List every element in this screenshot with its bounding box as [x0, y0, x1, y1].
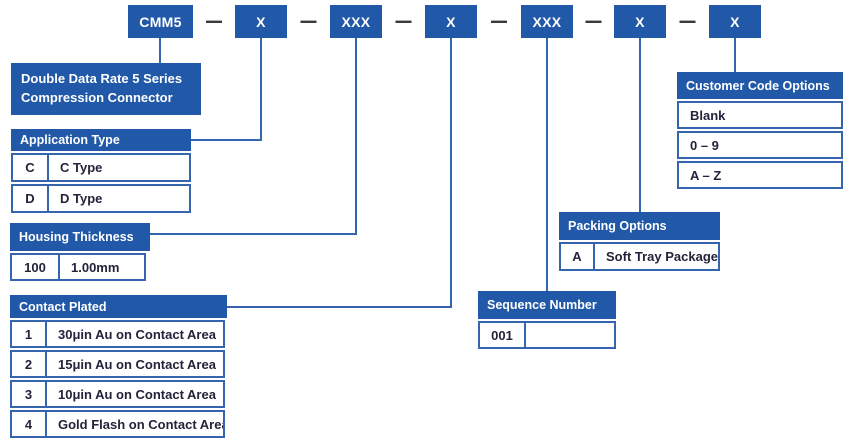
table-customer-code-options: Customer Code Options Blank 0 – 9 A – Z [677, 72, 843, 189]
table-cell-code: A [561, 244, 595, 269]
table-cell-desc: 10μin Au on Contact Area [58, 386, 216, 402]
part-segment-box-contact-plated: X [425, 5, 477, 38]
dash-separator: — [395, 8, 412, 34]
table-header-application-type: Application Type [11, 129, 191, 151]
table-row: Blank [677, 101, 843, 129]
dash-separator: — [206, 8, 222, 34]
table-cell-code: 1 [12, 322, 47, 346]
series-description-line1: Double Data Rate 5 Series [21, 71, 183, 87]
table-header-contact-plated: Contact Plated [10, 295, 227, 318]
table-cell-desc: C Type [60, 160, 103, 175]
table-cell-desc: D Type [60, 191, 103, 206]
part-segment-label: XXX [532, 13, 562, 30]
part-segment-box-series: CMM5 [128, 5, 193, 38]
table-cell-desc: Blank [690, 107, 726, 123]
table-cell-desc: 15μin Au on Contact Area [58, 356, 216, 372]
table-row: 4 Gold Flash on Contact Area [10, 410, 225, 438]
table-contact-plated: Contact Plated 1 30μin Au on Contact Are… [10, 295, 227, 438]
connector-line-series [159, 38, 161, 63]
part-segment-label: X [730, 13, 740, 30]
connector-line-customer-code [734, 38, 736, 72]
table-row: A – Z [677, 161, 843, 189]
table-cell-desc: 0 – 9 [690, 137, 719, 153]
table-row: 100 1.00mm [10, 253, 146, 281]
table-cell-desc: 1.00mm [71, 259, 120, 275]
part-segment-label: X [446, 13, 456, 30]
table-cell-desc: Soft Tray Package [606, 249, 718, 264]
table-cell-code: 100 [12, 255, 60, 279]
table-sequence-number: Sequence Number 001 [478, 291, 616, 349]
table-packing-options: Packing Options A Soft Tray Package [559, 212, 720, 271]
part-segment-label: X [256, 13, 266, 30]
dash-separator: — [491, 8, 507, 34]
series-description-box: Double Data Rate 5 Series Compression Co… [11, 63, 201, 115]
table-housing-thickness: Housing Thickness 100 1.00mm [10, 223, 150, 281]
table-application-type: Application Type C C Type D D Type [11, 129, 191, 213]
table-cell-desc: A – Z [690, 167, 722, 183]
table-header-packing-options: Packing Options [559, 212, 720, 240]
table-row: 0 – 9 [677, 131, 843, 159]
table-cell-desc: 30μin Au on Contact Area [58, 326, 216, 342]
table-row: A Soft Tray Package [559, 242, 720, 271]
connector-line-housing-thickness-horizontal [149, 233, 357, 235]
part-segment-box-packing-options: X [614, 5, 666, 38]
part-segment-box-sequence-number: XXX [521, 5, 573, 38]
part-segment-label: XXX [341, 13, 371, 30]
part-segment-box-customer-code: X [709, 5, 761, 38]
part-segment-label: CMM5 [139, 13, 182, 30]
table-cell-desc [526, 323, 614, 347]
table-cell-code: 2 [12, 352, 47, 376]
dash-separator: — [585, 8, 602, 34]
table-cell-code: 4 [12, 412, 47, 436]
connector-line-contact-plated-vertical [450, 38, 452, 308]
table-header-customer-code-options: Customer Code Options [677, 72, 843, 99]
connector-line-application-type-horizontal [190, 139, 262, 141]
table-row: 3 10μin Au on Contact Area [10, 380, 225, 408]
connector-line-sequence-number [546, 38, 548, 291]
connector-line-contact-plated-horizontal [226, 306, 452, 308]
dash-separator: — [679, 8, 696, 34]
table-cell-code: D [13, 186, 49, 211]
table-row: C C Type [11, 153, 191, 182]
table-row: 2 15μin Au on Contact Area [10, 350, 225, 378]
table-row: 001 [478, 321, 616, 349]
part-segment-box-housing-thickness: XXX [330, 5, 382, 38]
connector-line-housing-thickness-vertical [355, 38, 357, 235]
dash-separator: — [300, 8, 317, 34]
table-row: 1 30μin Au on Contact Area [10, 320, 225, 348]
table-cell-code: 3 [12, 382, 47, 406]
connector-line-application-type-vertical [260, 38, 262, 141]
table-row: D D Type [11, 184, 191, 213]
table-cell-code: 001 [480, 323, 526, 347]
table-cell-desc: Gold Flash on Contact Area [58, 416, 223, 432]
table-header-housing-thickness: Housing Thickness [10, 223, 150, 251]
series-description-line2: Compression Connector [21, 90, 173, 105]
part-segment-label: X [635, 13, 645, 30]
table-header-sequence-number: Sequence Number [478, 291, 616, 319]
part-segment-box-application-type: X [235, 5, 287, 38]
table-cell-code: C [13, 155, 49, 180]
connector-line-packing-options [639, 38, 641, 212]
